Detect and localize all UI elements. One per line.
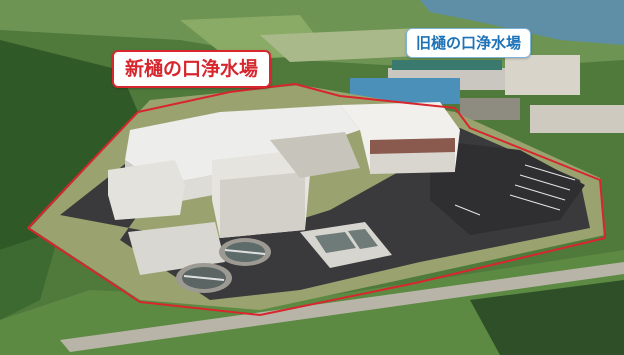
admin-building-windows — [370, 138, 455, 154]
basin-water-1 — [315, 232, 356, 253]
new-plant-boundary — [27, 83, 606, 316]
tank-building — [128, 222, 225, 275]
river — [420, 0, 624, 45]
dark-field — [470, 280, 624, 355]
bottom-road — [60, 262, 624, 352]
clarifier-bridge-2 — [183, 275, 225, 281]
forest-left — [0, 40, 150, 250]
clarifier-bridge-1 — [224, 249, 266, 255]
central-block-front — [220, 172, 305, 238]
main-building-roof — [125, 105, 360, 185]
forest-lower-left — [0, 230, 60, 320]
old-plant-shed — [530, 105, 624, 133]
old-plant-roof — [392, 60, 502, 70]
courtyard-building — [270, 132, 360, 178]
field-patch-2 — [260, 28, 440, 62]
old-plant-office — [505, 55, 580, 95]
parking-lines — [454, 164, 576, 216]
old-plant-parking — [460, 98, 520, 120]
old-plant-label: 旧樋の口浄水場 — [406, 28, 532, 58]
basin-water-2 — [348, 229, 378, 249]
new-plant-label: 新樋の口浄水場 — [112, 50, 272, 88]
left-block — [108, 160, 185, 220]
parking-lot — [430, 140, 585, 235]
